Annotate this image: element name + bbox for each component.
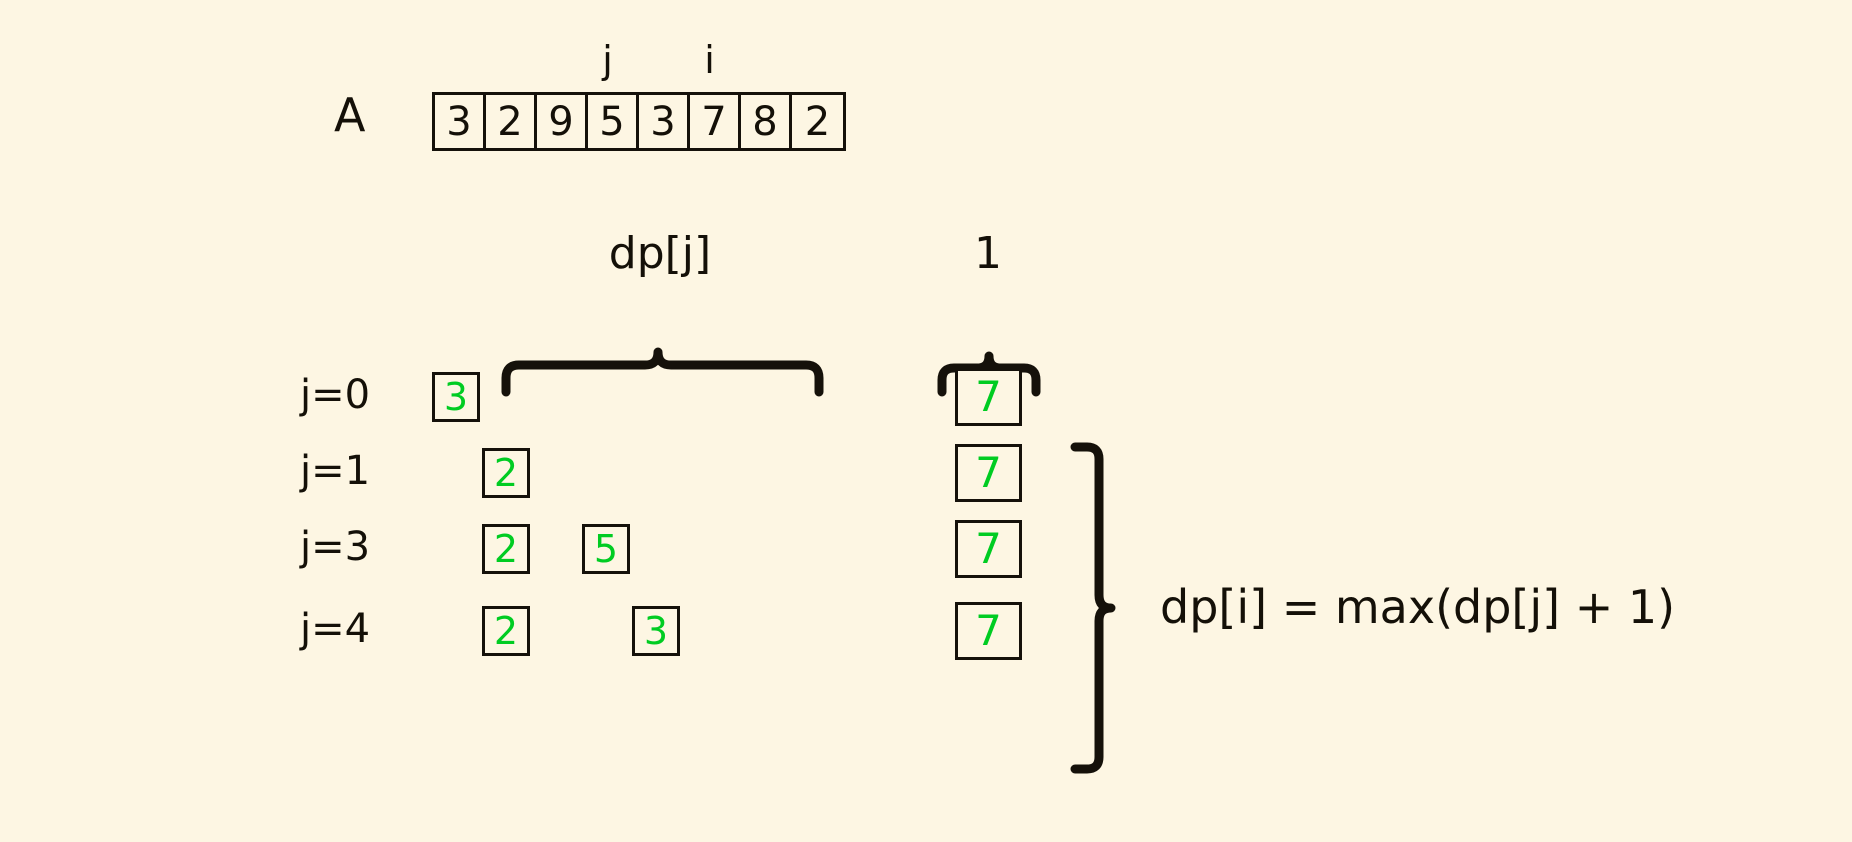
dp-value-box: 3 <box>432 372 480 422</box>
array-name-label: A <box>334 88 366 142</box>
array-cell: 2 <box>804 98 831 145</box>
row-label-j1: j=1 <box>300 448 371 494</box>
group-label-dpj: dp[j] <box>608 228 712 279</box>
row-label-j4: j=4 <box>300 606 371 652</box>
dp-value-box: 2 <box>482 448 530 498</box>
group-label-one: 1 <box>974 228 1002 279</box>
dp-value-box: 3 <box>632 606 680 656</box>
array-cell: 9 <box>537 95 588 148</box>
brace-rows-icon <box>1070 442 1116 774</box>
array-cell: 3 <box>435 95 486 148</box>
array-row: 3 2 9 5 3 7 8 2 <box>432 92 846 151</box>
dp-value-box: 2 <box>482 524 530 574</box>
row-label-j3: j=3 <box>300 524 371 570</box>
one-value-box: 7 <box>955 602 1022 660</box>
one-value-box: 7 <box>955 368 1022 426</box>
pointer-label-j: j <box>602 38 613 82</box>
array-cell: 7 <box>690 95 741 148</box>
dp-value-box: 2 <box>482 606 530 656</box>
array-cell: 2 <box>486 95 537 148</box>
brace-dpj-icon <box>501 347 824 397</box>
one-value-box: 7 <box>955 520 1022 578</box>
array-cell: 8 <box>741 95 792 148</box>
array-cell: 5 <box>588 95 639 148</box>
array-cell: 3 <box>639 95 690 148</box>
one-value-box: 7 <box>955 444 1022 502</box>
row-label-j0: j=0 <box>300 372 371 418</box>
pointer-label-i: i <box>704 38 715 82</box>
dp-value-box: 5 <box>582 524 630 574</box>
formula-text: dp[i] = max(dp[j] + 1) <box>1160 580 1676 634</box>
